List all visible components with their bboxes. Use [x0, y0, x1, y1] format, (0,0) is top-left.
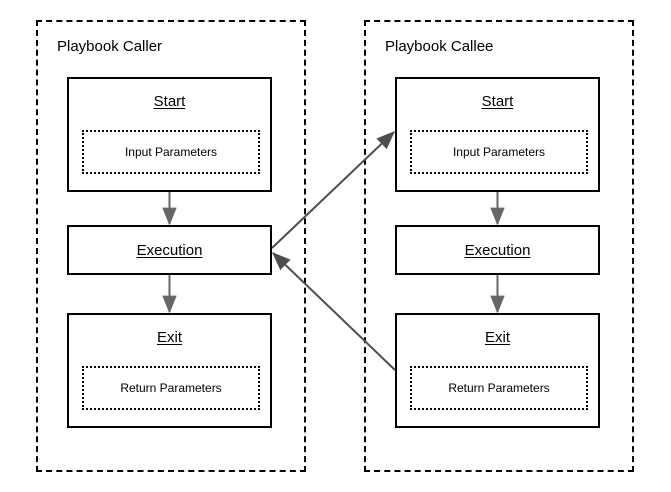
node-title-callee-start: Start: [481, 93, 514, 110]
node-title-caller-execution: Execution: [136, 242, 203, 259]
param-box-callee-exit: Return Parameters: [410, 366, 588, 410]
param-label-caller-exit: Return Parameters: [120, 381, 222, 395]
node-caller-start[interactable]: Start Input Parameters: [67, 77, 272, 192]
node-caller-exit[interactable]: Exit Return Parameters: [67, 313, 272, 428]
node-title-callee-exit: Exit: [484, 329, 510, 346]
node-callee-start[interactable]: Start Input Parameters: [395, 77, 600, 192]
param-label-callee-start: Input Parameters: [452, 145, 546, 159]
node-title-callee-execution: Execution: [464, 242, 531, 259]
param-box-callee-start: Input Parameters: [410, 130, 588, 174]
lane-title-playbook-callee: Playbook Callee: [385, 38, 494, 55]
node-callee-execution[interactable]: Execution: [395, 225, 600, 275]
node-caller-execution[interactable]: Execution: [67, 225, 272, 275]
param-box-caller-start: Input Parameters: [82, 130, 260, 174]
param-label-caller-start: Input Parameters: [124, 145, 218, 159]
node-title-caller-start: Start: [153, 93, 186, 110]
node-callee-exit[interactable]: Exit Return Parameters: [395, 313, 600, 428]
node-title-caller-exit: Exit: [156, 329, 182, 346]
lane-title-playbook-caller: Playbook Caller: [57, 38, 163, 55]
param-box-caller-exit: Return Parameters: [82, 366, 260, 410]
param-label-callee-exit: Return Parameters: [448, 381, 550, 395]
